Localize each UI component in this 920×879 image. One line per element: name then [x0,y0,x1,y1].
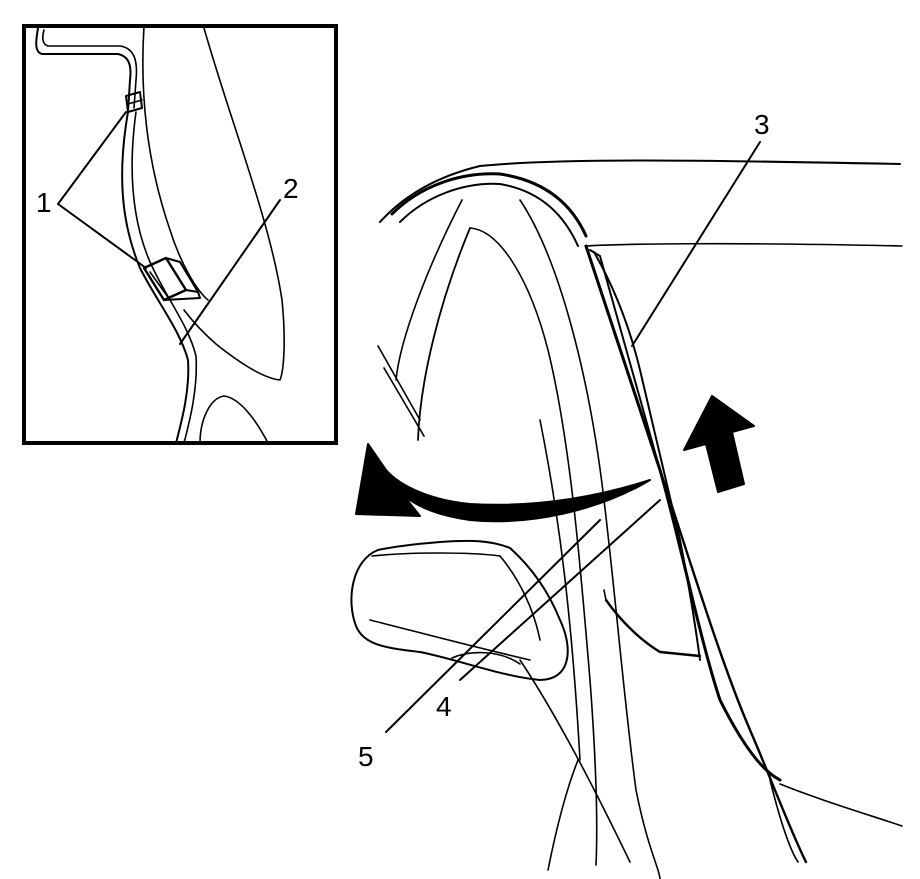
molding-lower [604,598,702,658]
inset-leader-2 [179,199,281,345]
body-rear-outer [658,468,808,864]
rotate-arrow [355,443,651,523]
body-shoulder [779,783,903,827]
side-mirror [350,539,569,681]
lift-arrow [683,395,755,493]
molding-rear-edge [589,249,661,471]
inset-clip-upper [125,91,143,113]
main-view: 3 4 5 [350,109,903,879]
inset-trim-top-inner [42,29,138,109]
molding-lower-2 [603,589,607,601]
inset-leader-1b [57,203,147,269]
a-pillar-line-2 [519,199,661,879]
inset-leader-1a [57,111,127,205]
windshield-edge-inner [395,199,463,381]
inset-pillar-edge-outer [121,111,190,444]
inset-trim-top [35,27,132,113]
windshield-lines [377,345,425,437]
callout-5: 5 [358,741,374,772]
roof-rail-outer [390,172,588,238]
windshield-edge [417,227,471,441]
callout-2: 2 [283,173,299,204]
leader-3 [631,141,761,347]
inset-detail: 1 2 [22,24,338,445]
inset-frame [22,24,338,445]
callout-1: 1 [36,187,52,218]
molding-outer [584,244,782,782]
leader-4 [459,499,661,681]
roof-line-rear [585,242,903,247]
roof-outline [379,159,901,223]
a-pillar-line-5 [547,759,579,871]
roof-rail-inner [399,182,579,247]
callout-4: 4 [436,691,452,722]
a-pillar-line-1 [469,227,598,866]
body-rear-inner [769,779,799,863]
a-pillar-line-3 [539,419,581,761]
inset-molding-edge [142,25,209,301]
callout-3: 3 [754,109,770,140]
leader-5 [385,519,601,733]
molding-inner [593,251,701,661]
inset-clip-lower [142,256,201,302]
inset-glass-curve [183,27,285,381]
inset-lower-panel [199,395,269,444]
